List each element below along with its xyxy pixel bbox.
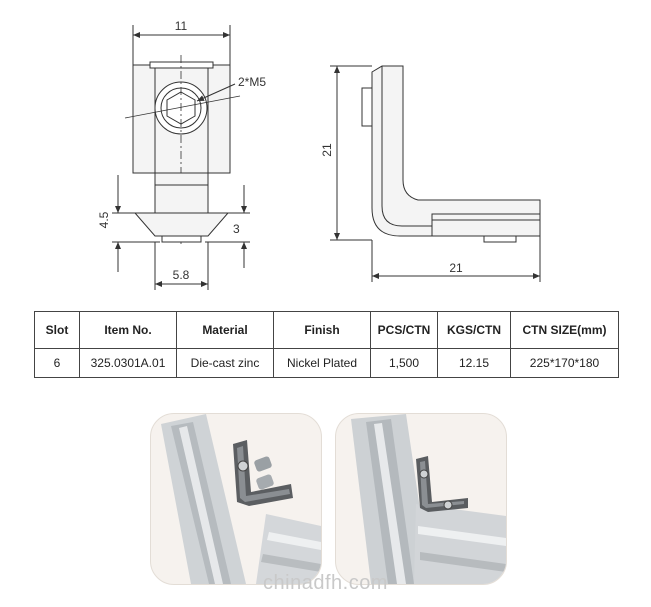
- table-row: 6 325.0301A.01 Die-cast zinc Nickel Plat…: [34, 348, 619, 378]
- header-finish: Finish: [273, 311, 371, 349]
- side-height-label: 21: [320, 143, 334, 157]
- spec-table: Slot Item No. Material Finish PCS/CTN KG…: [34, 311, 619, 378]
- cell-finish: Nickel Plated: [273, 348, 371, 378]
- header-pcs-ctn: PCS/CTN: [370, 311, 438, 349]
- header-kgs-ctn: KGS/CTN: [437, 311, 511, 349]
- technical-drawing: 11 2*M5 4.5 3 5.8 21 21: [97, 19, 541, 290]
- screw-spec-label: 2*M5: [238, 75, 266, 89]
- front-view: [112, 25, 250, 290]
- side-view: [330, 65, 541, 282]
- cell-material: Die-cast zinc: [176, 348, 274, 378]
- front-width-label: 11: [175, 19, 188, 33]
- cell-kgs-ctn: 12.15: [437, 348, 511, 378]
- front-bottom-label: 5.8: [173, 268, 190, 282]
- cell-pcs-ctn: 1,500: [370, 348, 438, 378]
- cell-ctn-size: 225*170*180: [510, 348, 619, 378]
- header-item-no: Item No.: [79, 311, 177, 349]
- photo-corner-bracket-with-screws: [150, 413, 322, 585]
- cell-item-no: 325.0301A.01: [79, 348, 177, 378]
- header-material: Material: [176, 311, 274, 349]
- watermark: chinadfh.com: [263, 572, 388, 594]
- front-height-label: 4.5: [97, 211, 111, 228]
- photo-corner-bracket-installed: [335, 413, 507, 585]
- front-depth-label: 3: [233, 222, 240, 236]
- table-header-row: Slot Item No. Material Finish PCS/CTN KG…: [34, 311, 619, 349]
- side-width-label: 21: [449, 261, 463, 275]
- cell-slot: 6: [34, 348, 80, 378]
- header-slot: Slot: [34, 311, 80, 349]
- header-ctn-size: CTN SIZE(mm): [510, 311, 619, 349]
